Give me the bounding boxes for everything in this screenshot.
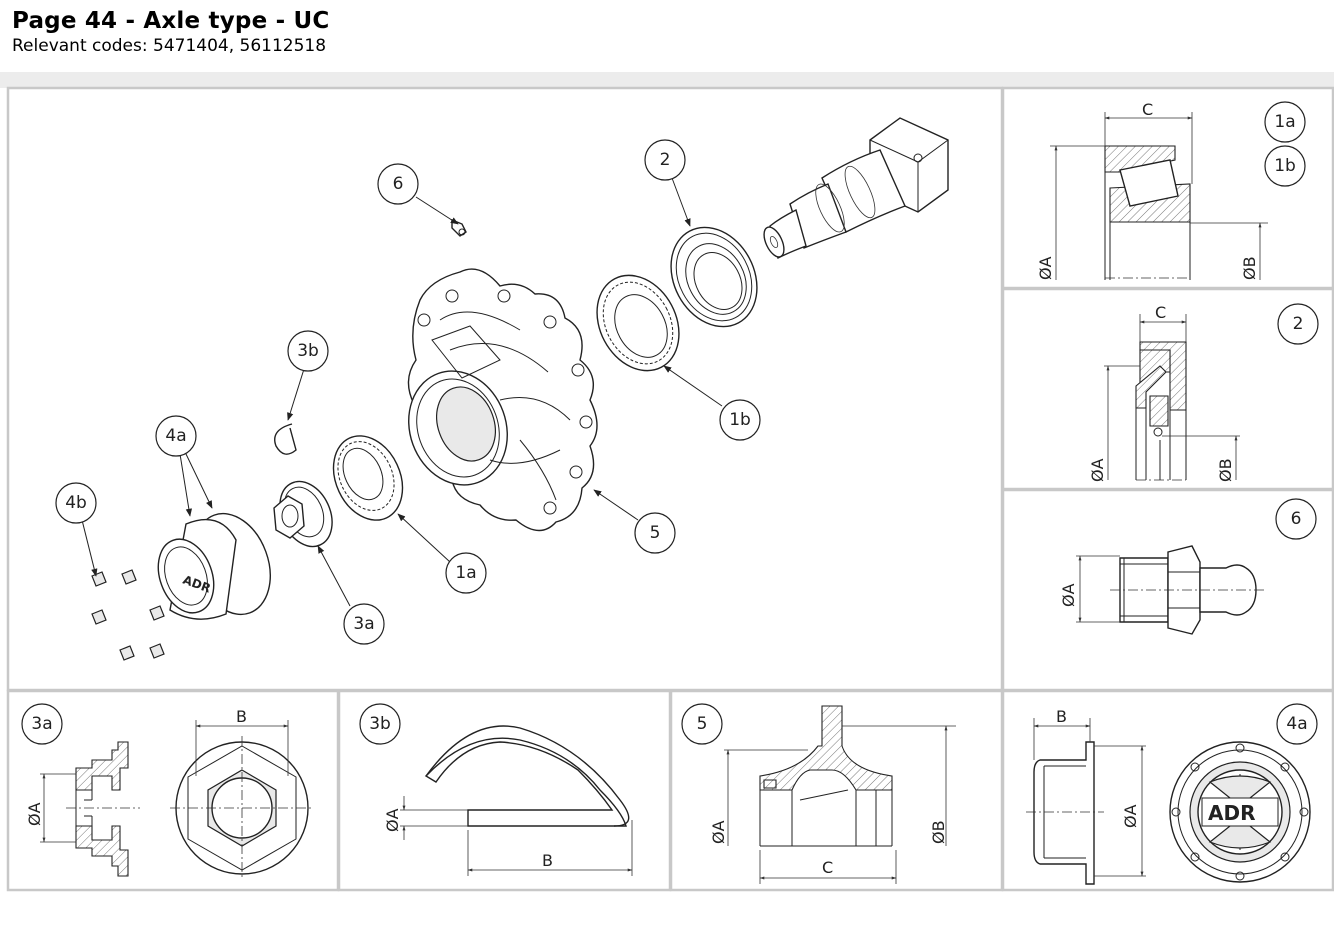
svg-text:3b: 3b [297,341,319,361]
cap-bolt-holes [1171,743,1309,881]
nipple-dim-a: ØA [1059,583,1078,607]
part-castle-nut [273,480,333,548]
cap-callout: 4a [1286,714,1307,734]
part-seal [670,226,758,328]
nipple-callout: 6 [1291,509,1302,529]
page-header: Page 44 - Axle type - UC Relevant codes:… [12,6,330,56]
bearing-callout-1a: 1a [1274,112,1295,132]
seal-dim-c: C [1155,303,1166,322]
callout-1a: 1a [445,552,487,594]
callout-leaders [81,177,723,607]
hub-dim-b: ØB [929,820,948,844]
svg-text:4a: 4a [165,426,186,446]
part-split-pin [274,423,297,455]
callout-4a: 4a [155,415,197,457]
part-wheel-hub [407,268,598,532]
bearing-dim-c: C [1142,100,1153,119]
seal-callout: 2 [1293,314,1304,334]
part-hub-cap: ADR [157,512,271,620]
nut-dim-b: B [236,707,247,726]
part-bolts [91,569,165,661]
hub-callout: 5 [697,714,708,734]
seal-detail: C ØA ØB 2 [1088,303,1319,482]
hub-dim-a: ØA [709,820,728,844]
svg-text:4b: 4b [65,493,87,513]
seal-dim-a: ØA [1088,458,1107,482]
svg-text:1a: 1a [455,563,476,583]
cap-dim-b: B [1056,707,1067,726]
pin-dim-a: ØA [383,808,402,832]
callout-6: 6 [377,163,419,205]
callout-4b: 4b [55,482,97,524]
hub-dim-c: C [822,858,833,877]
part-bearing-1b [596,274,680,372]
cap-panel [1001,689,1334,892]
separator-band [0,72,1334,88]
seal-dim-b: ØB [1216,458,1235,482]
svg-text:5: 5 [650,523,661,543]
pin-detail: B ØA 3b [359,703,633,876]
svg-text:3a: 3a [353,614,374,634]
part-grease-nipple [451,218,467,237]
svg-text:2: 2 [660,150,671,170]
hub-detail: C ØA ØB 5 [681,703,956,884]
bearing-dim-a: ØA [1036,256,1055,280]
relevant-codes: Relevant codes: 5471404, 56112518 [12,36,327,56]
cap-detail: B ØA ADR 4a [1026,703,1318,885]
bearing-detail: C ØA ØB 1a 1b [1036,100,1306,280]
part-bearing-1a [332,435,404,521]
nipple-detail: ØA 6 [1059,498,1317,635]
exploded-view: ADR 6 [55,117,949,661]
callout-2: 2 [644,139,686,181]
nut-detail: B ØA 3a [21,703,314,880]
page-title: Page 44 - Axle type - UC [12,8,330,34]
svg-text:6: 6 [393,174,404,194]
pin-dim-b: B [542,851,553,870]
callout-5: 5 [634,512,676,554]
callout-3b: 3b [287,330,329,372]
panel-frames [6,86,1334,892]
bearing-callout-1b: 1b [1274,156,1296,176]
svg-text:1b: 1b [729,410,751,430]
callout-3a: 3a [343,603,385,645]
nut-callout: 3a [31,714,52,734]
cap-logo-text: ADR [1208,801,1255,825]
callout-1b: 1b [719,399,761,441]
axle-spindle [763,117,949,260]
pin-callout: 3b [369,714,391,734]
cap-dim-a: ØA [1121,804,1140,828]
nut-dim-a: ØA [25,802,44,826]
bearing-dim-b: ØB [1240,256,1259,280]
